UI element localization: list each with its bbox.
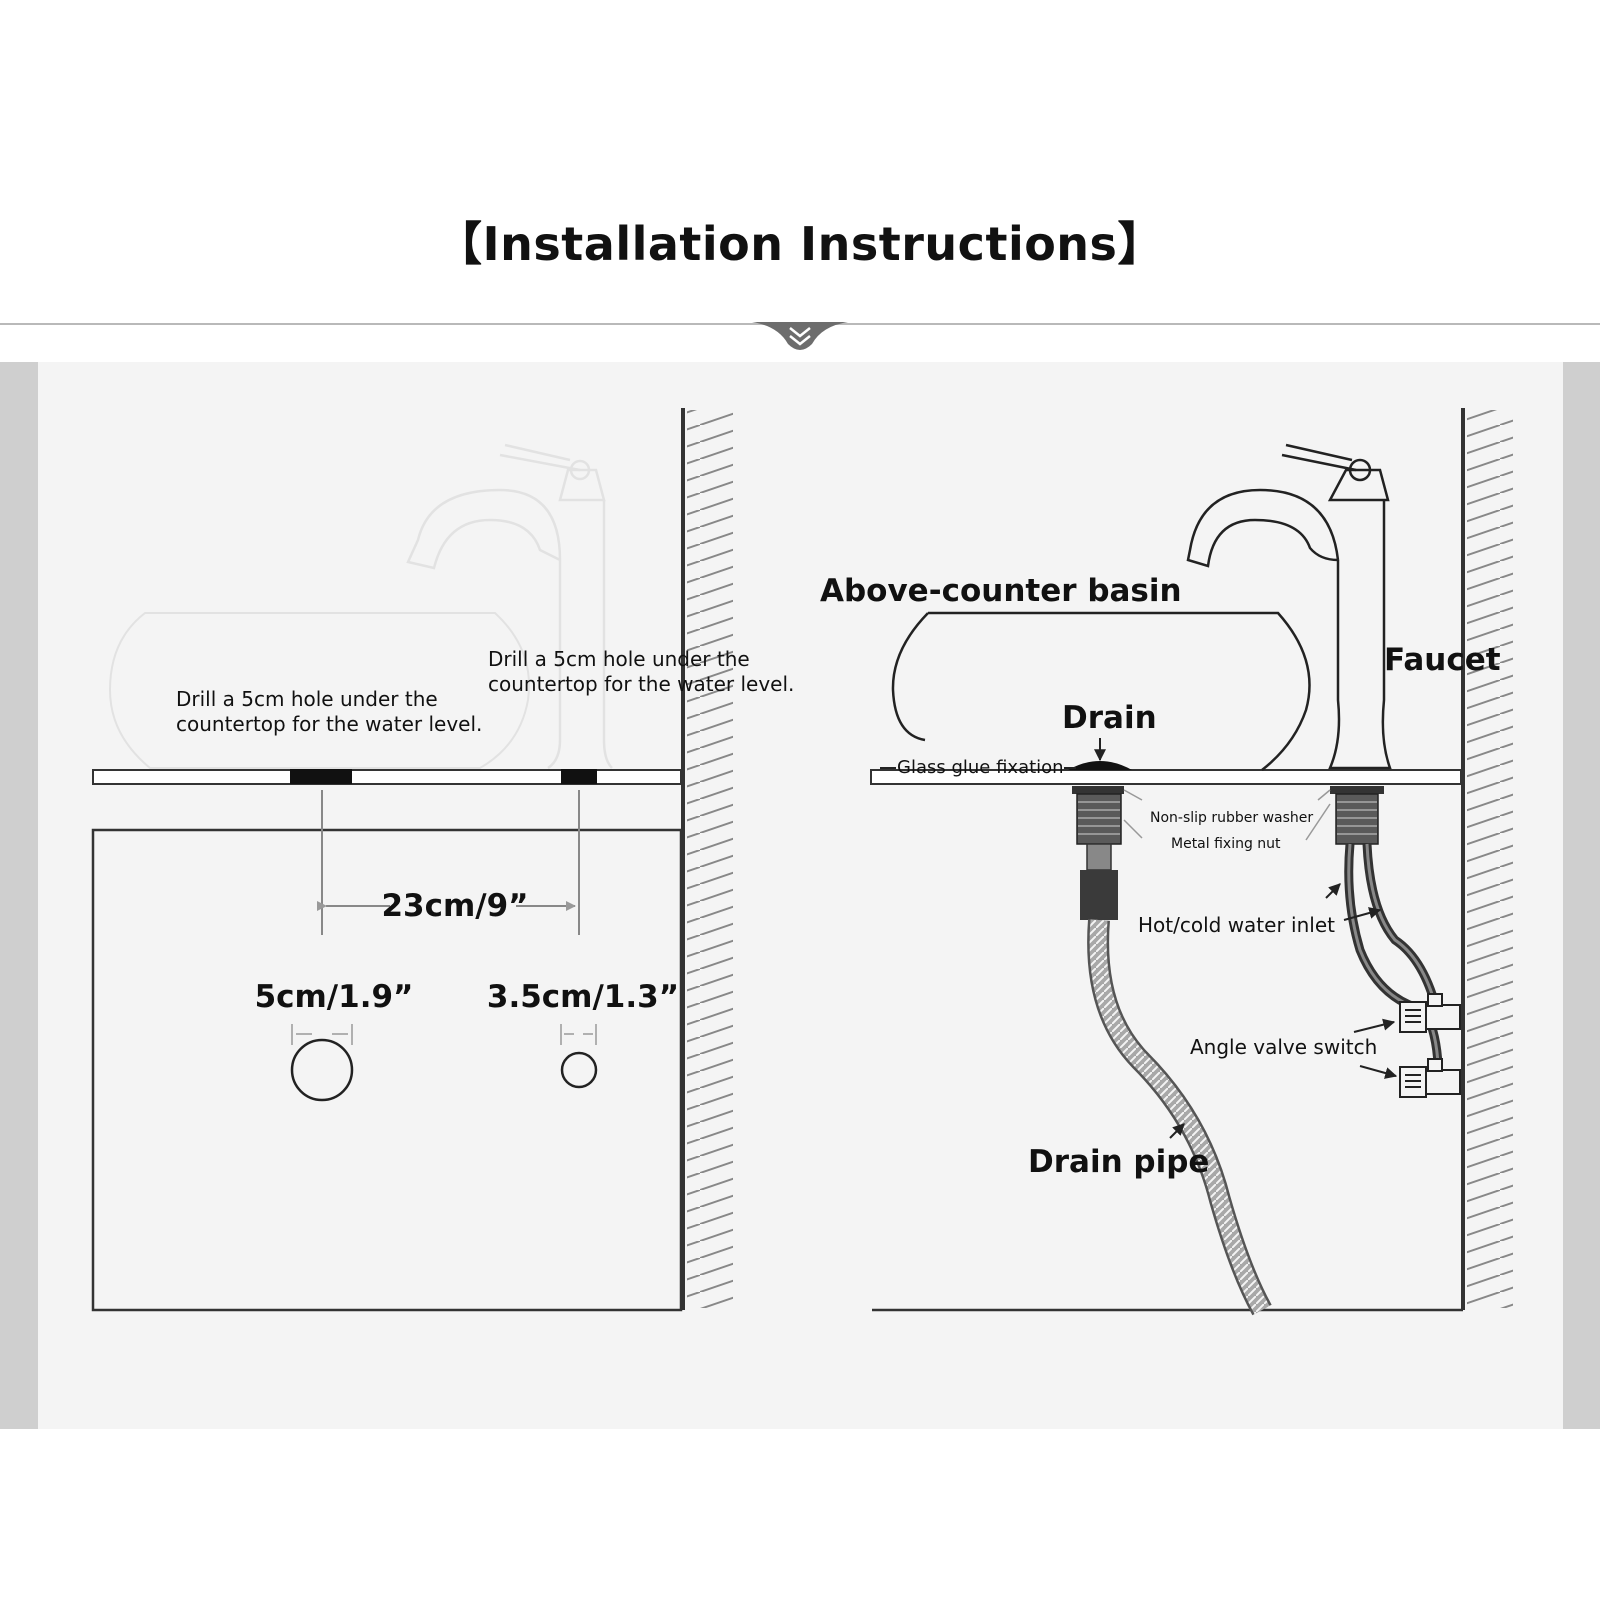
- drain-flange: [1068, 761, 1132, 770]
- hole-large-dimension: [291, 1024, 353, 1045]
- countertop-left: [92, 769, 682, 785]
- spacing-label: 23cm/9”: [381, 888, 528, 924]
- angle-valve-lower: [1399, 1058, 1461, 1098]
- faucet-icon: [1186, 443, 1392, 770]
- wall-hatching-left: [687, 410, 733, 1308]
- hose-cold-highlight: [1347, 843, 1440, 1086]
- nut-label: Metal fixing nut: [1171, 836, 1281, 852]
- inlet-arrow-2: [1343, 907, 1382, 921]
- hole-large: [290, 1038, 354, 1102]
- wall-hatching-right: [1467, 410, 1513, 1308]
- hole-small-dimension: [560, 1024, 597, 1045]
- inlet-arrow: [1325, 883, 1341, 899]
- drain-coupling: [1080, 870, 1118, 920]
- inlet-label: Hot/cold water inlet: [1138, 913, 1335, 937]
- drain-hole-marker: [290, 769, 352, 784]
- hose-hot: [1362, 843, 1443, 1017]
- drill-note-left-line1: Drill a 5cm hole under the: [176, 687, 438, 711]
- drain-nut: [1072, 786, 1124, 794]
- side-bar-right: [1563, 362, 1600, 1429]
- hole-large-label: 5cm/1.9”: [255, 979, 414, 1015]
- drain-thread-lines: [1078, 801, 1120, 835]
- angle-valve-upper: [1399, 993, 1461, 1033]
- drain-label: Drain: [1062, 700, 1157, 736]
- countertop-right: [870, 769, 1462, 785]
- hole-small-label: 3.5cm/1.3”: [487, 979, 679, 1015]
- drain-pipe-braid: [1089, 919, 1270, 1315]
- drill-note-right-line1: Drill a 5cm hole under the: [488, 647, 750, 671]
- right-diagram: Above-counter basin Faucet Drain Glass g…: [820, 408, 1513, 1316]
- basin-label: Above-counter basin: [820, 573, 1182, 609]
- leader-lines: [1123, 789, 1331, 841]
- chevron-down-icon: [752, 322, 848, 350]
- drill-note-left-line2: countertop for the water level.: [176, 712, 482, 736]
- faucet-nut: [1330, 786, 1384, 794]
- cabinet: [91, 828, 683, 1312]
- drain-pipe-label: Drain pipe: [1028, 1144, 1209, 1180]
- hose-hot-highlight: [1365, 843, 1440, 1016]
- page-title: 【Installation Instructions】: [436, 217, 1164, 271]
- glue-label: Glass glue fixation: [897, 757, 1064, 778]
- left-diagram: 23cm/9” 5cm/1.9” 3.5cm/1.3” Drill a 5cm …: [91, 408, 794, 1312]
- drain-pipe-arrow: [1169, 1123, 1185, 1139]
- ghost-faucet: [406, 443, 613, 770]
- ghost-basin: [108, 612, 530, 769]
- valve-arrow-upper: [1353, 1018, 1396, 1033]
- side-bar-left: [0, 362, 38, 1429]
- above-counter-basin: [891, 611, 1311, 771]
- faucet-hole-marker: [561, 769, 597, 784]
- washer-label: Non-slip rubber washer: [1150, 810, 1313, 826]
- faucet-label: Faucet: [1384, 642, 1501, 678]
- faucet-thread-lines: [1337, 801, 1377, 835]
- valve-arrow-lower: [1359, 1065, 1398, 1079]
- drill-note-right-line2: countertop for the water level.: [488, 672, 794, 696]
- hole-small: [560, 1051, 598, 1089]
- drain-stem: [1086, 843, 1112, 871]
- valve-label: Angle valve switch: [1190, 1035, 1377, 1059]
